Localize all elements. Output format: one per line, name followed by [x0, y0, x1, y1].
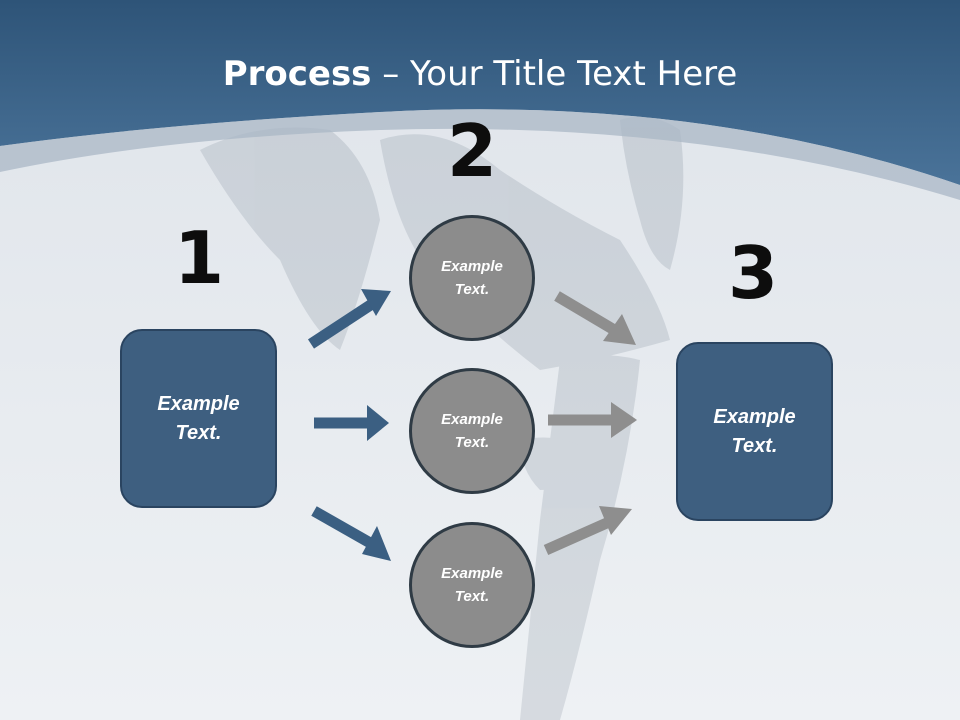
step2-circle-bottom: Example Text. — [409, 522, 535, 648]
step1-box: Example Text. — [120, 329, 277, 508]
step-number-2: 2 — [446, 109, 498, 193]
step2-circle-top: Example Text. — [409, 215, 535, 341]
title-bold: Process — [222, 54, 372, 94]
slide-title: Process – Your Title Text Here — [0, 52, 960, 96]
step2-circle-top-text: Example Text. — [441, 258, 503, 298]
right-arrows — [543, 291, 637, 556]
step1-box-text: Example Text. — [157, 392, 240, 444]
step-number-1: 1 — [173, 216, 225, 300]
title-rest: – Your Title Text Here — [371, 54, 738, 94]
step2-circle-middle-text: Example Text. — [441, 411, 503, 451]
step2-circle-middle: Example Text. — [409, 368, 535, 494]
step-number-3: 3 — [727, 231, 779, 315]
step3-box-text: Example Text. — [713, 405, 796, 457]
step2-circle-bottom-text: Example Text. — [441, 565, 503, 605]
step3-box: Example Text. — [676, 342, 833, 521]
left-arrows — [307, 289, 391, 561]
